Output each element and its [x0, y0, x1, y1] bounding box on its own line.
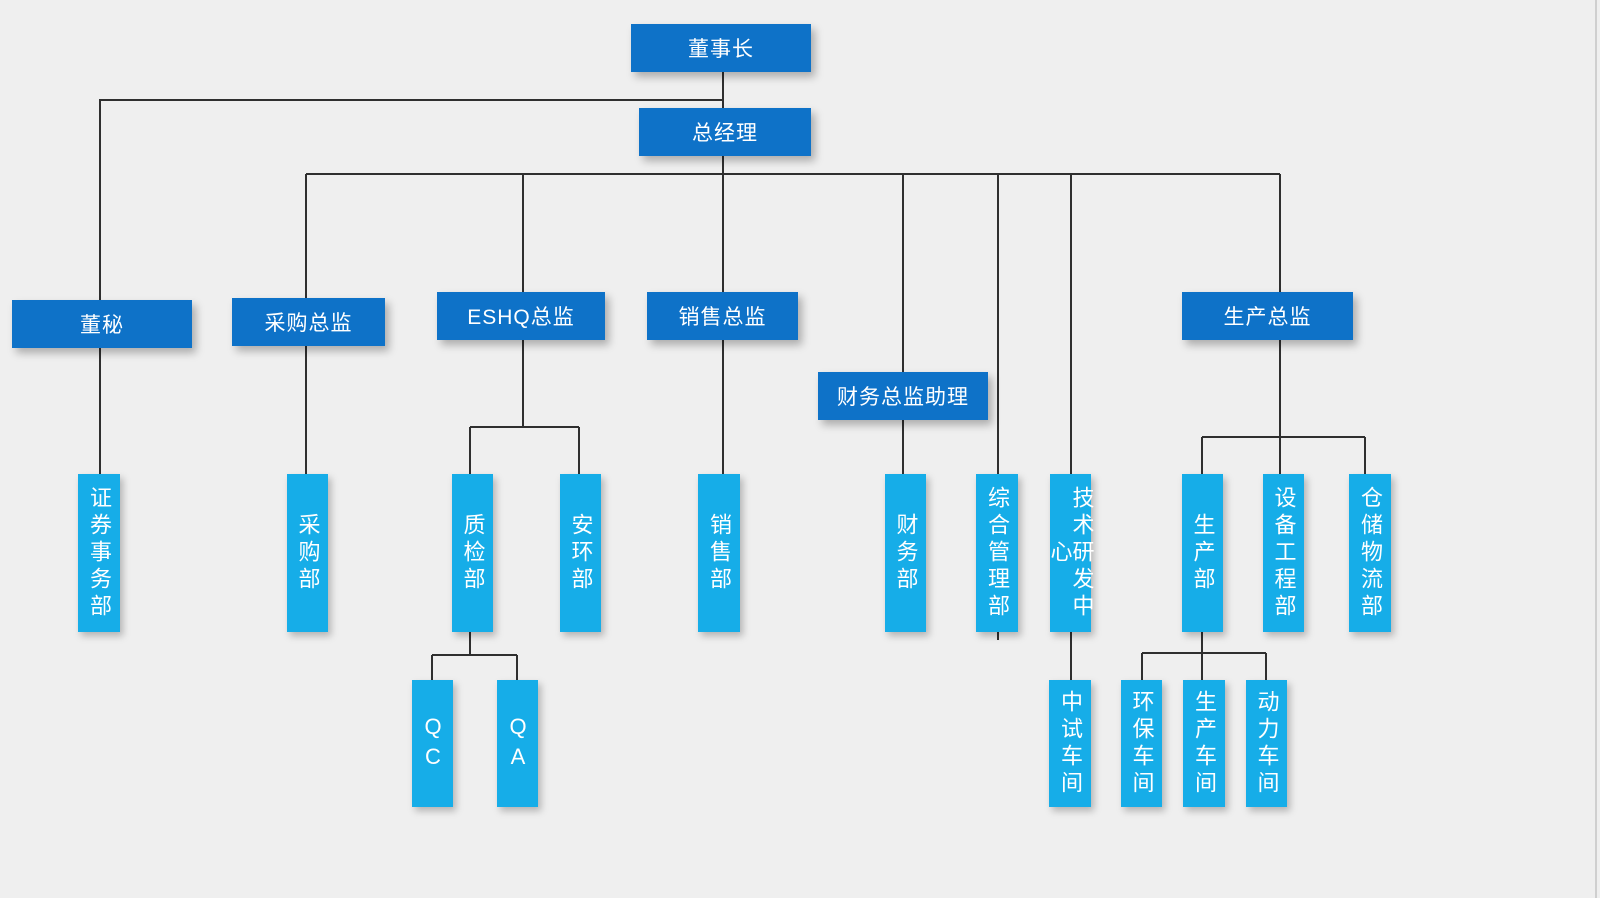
- box-board-secretary-label: 董秘: [80, 314, 124, 337]
- box-finance-dept-label: 财务部: [893, 512, 919, 594]
- box-production-workshop-label: 生产车间: [1192, 689, 1217, 798]
- box-rnd-center-label: 技术研发中心: [1047, 485, 1095, 621]
- box-pilot-workshop: 中试车间: [1049, 680, 1091, 807]
- box-environmental-workshop: 环保车间: [1121, 680, 1162, 807]
- box-production-dept: 生产部: [1182, 474, 1223, 632]
- box-finance-dept: 财务部: [885, 474, 926, 632]
- box-rnd-center: 技术研发中心: [1047, 474, 1095, 632]
- box-general-admin-dept: 综合管理部: [976, 474, 1018, 632]
- box-sales-dept-label: 销售部: [707, 512, 732, 594]
- box-qa-label: QA: [505, 713, 531, 774]
- box-power-workshop-label: 动力车间: [1254, 689, 1280, 798]
- box-qa: QA: [497, 680, 538, 807]
- box-qc: QC: [412, 680, 453, 807]
- box-general-manager: 总经理: [639, 108, 811, 156]
- box-general-manager-label: 总经理: [692, 122, 758, 145]
- box-power-workshop: 动力车间: [1246, 680, 1287, 807]
- box-general-admin-dept-label: 综合管理部: [985, 485, 1010, 621]
- box-qc-label: QC: [420, 713, 446, 774]
- box-warehouse-logistics-dept: 仓储物流部: [1349, 474, 1391, 632]
- connector-chairman-board-secretary: [99, 99, 723, 474]
- box-chairman-label: 董事长: [688, 38, 754, 61]
- box-sales-director-label: 销售总监: [678, 306, 767, 329]
- box-quality-inspection-dept: 质检部: [452, 474, 493, 632]
- box-sales-director: 销售总监: [647, 292, 798, 340]
- box-chairman: 董事长: [631, 24, 811, 72]
- canvas-right-edge: [1595, 0, 1597, 898]
- box-equipment-engineering-dept-label: 设备工程部: [1271, 485, 1297, 621]
- box-production-director-label: 生产总监: [1223, 306, 1312, 329]
- box-equipment-engineering-dept: 设备工程部: [1263, 474, 1304, 632]
- box-eshq-director: ESHQ总监: [437, 292, 605, 340]
- box-pilot-workshop-label: 中试车间: [1058, 689, 1083, 798]
- box-production-workshop: 生产车间: [1183, 680, 1225, 807]
- box-safety-env-dept: 安环部: [560, 474, 601, 632]
- box-production-director: 生产总监: [1182, 292, 1353, 340]
- box-safety-env-dept-label: 安环部: [568, 512, 594, 594]
- box-procurement-director-label: 采购总监: [264, 312, 353, 335]
- box-board-secretary: 董秘: [12, 300, 192, 348]
- box-production-dept-label: 生产部: [1190, 512, 1216, 594]
- box-securities-affairs-dept-label: 证券事务部: [87, 485, 112, 621]
- box-procurement-director: 采购总监: [232, 298, 385, 346]
- box-finance-director-assistant-label: 财务总监助理: [837, 386, 969, 409]
- box-securities-affairs-dept: 证券事务部: [78, 474, 120, 632]
- box-finance-director-assistant: 财务总监助理: [818, 372, 988, 420]
- box-procurement-dept: 采购部: [287, 474, 328, 632]
- box-environmental-workshop-label: 环保车间: [1129, 689, 1155, 798]
- box-eshq-director-label: ESHQ总监: [467, 306, 575, 329]
- box-procurement-dept-label: 采购部: [295, 512, 321, 594]
- box-sales-dept: 销售部: [698, 474, 740, 632]
- box-warehouse-logistics-dept-label: 仓储物流部: [1358, 485, 1383, 621]
- box-quality-inspection-dept-label: 质检部: [460, 512, 486, 594]
